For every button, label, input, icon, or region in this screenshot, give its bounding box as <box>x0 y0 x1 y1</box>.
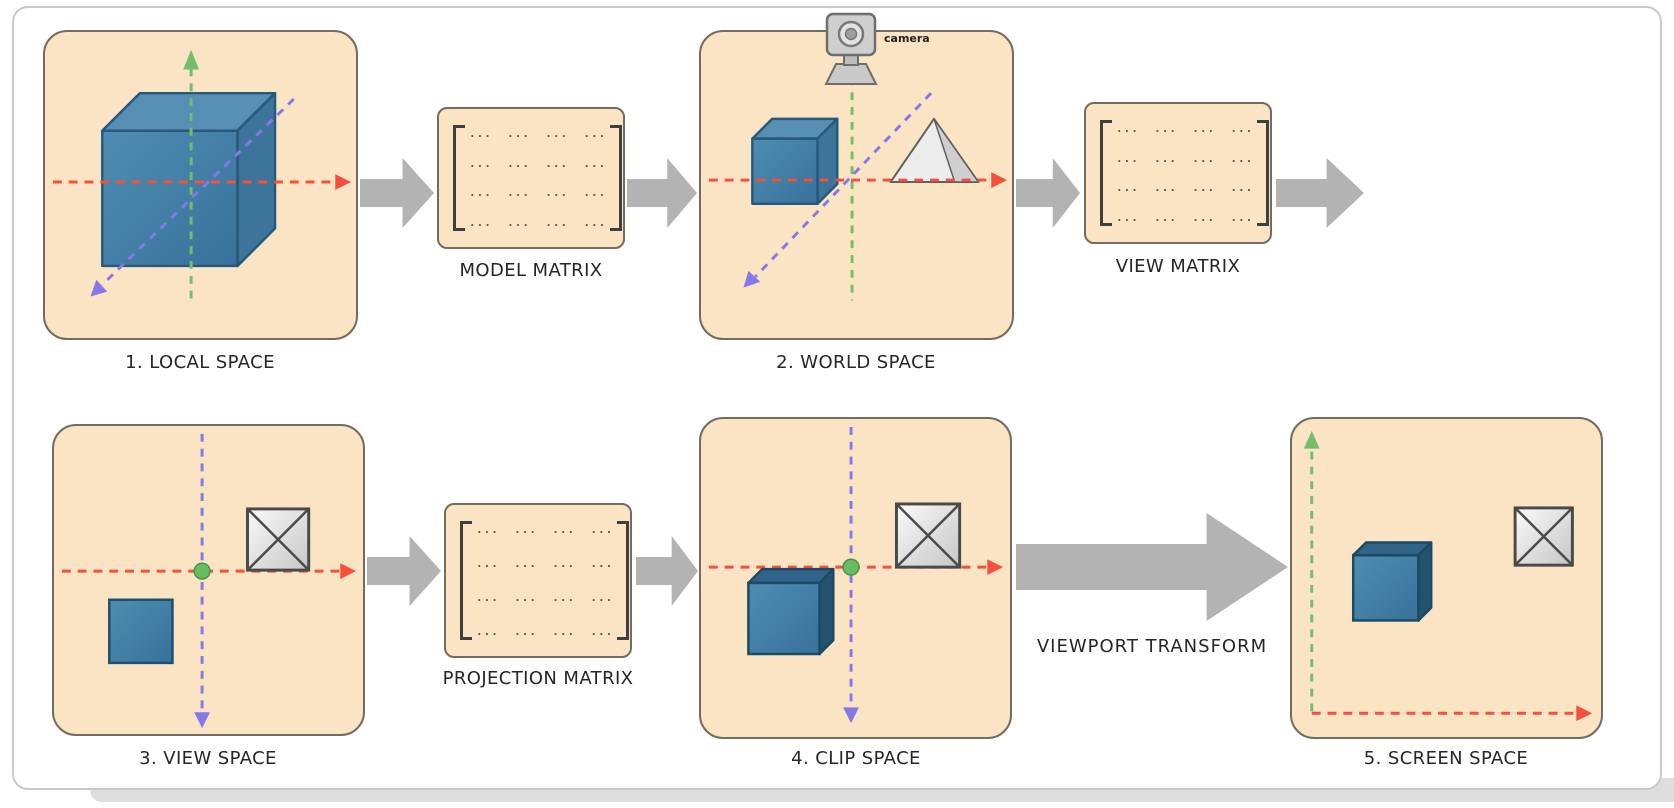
matrix-row: ... ... ... ... <box>469 156 607 170</box>
view-space-graphic <box>61 433 357 729</box>
stage-box-view-space <box>52 424 365 736</box>
local-space-graphic <box>52 49 352 299</box>
textured-quad-icon <box>894 502 962 569</box>
matrix-bracket-right-icon <box>610 125 623 231</box>
cube-icon <box>101 91 277 268</box>
matrix-label-model: MODEL MATRIX <box>459 260 603 281</box>
screen-space-graphic <box>1303 430 1593 722</box>
matrix-grid: ... ... ... ... ... ... ... ... ... ... … <box>465 125 610 231</box>
world-space-graphic <box>708 77 1008 301</box>
cube-icon <box>747 567 835 656</box>
z-axis <box>90 98 295 297</box>
matrix-row: ... ... ... ... <box>1116 210 1254 224</box>
camera-icon <box>824 12 878 85</box>
matrix-bracket-right-icon <box>1257 120 1270 226</box>
matrix-row: ... ... ... ... <box>476 625 614 638</box>
matrix-row: ... ... ... ... <box>469 127 607 140</box>
viewport-transform-label: VIEWPORT TRANSFORM <box>1036 636 1268 657</box>
matrix-row: ... ... ... ... <box>476 591 614 604</box>
matrix-grid: ... ... ... ... ... ... ... ... ... ... … <box>1112 120 1257 226</box>
matrix-bracket-left-icon <box>1100 120 1112 226</box>
stage-label-view-space: 3. VIEW SPACE <box>139 748 277 769</box>
stage-label-local-space: 1. LOCAL SPACE <box>125 352 275 373</box>
camera-label: camera <box>884 32 930 45</box>
x-axis <box>61 563 357 580</box>
pyramid-icon <box>889 117 980 184</box>
stage-label-screen-space: 5. SCREEN SPACE <box>1363 748 1529 769</box>
x-axis <box>708 172 1008 188</box>
matrix-row: ... ... ... ... <box>1116 151 1254 165</box>
matrix-row: ... ... ... ... <box>469 186 607 200</box>
matrix-row: ... ... ... ... <box>1116 122 1254 135</box>
matrix-bracket-left-icon <box>453 125 465 231</box>
flow-arrow-icon <box>627 158 697 228</box>
flow-arrow-icon <box>1016 158 1080 228</box>
origin-dot <box>842 558 860 576</box>
flow-arrow-icon <box>360 158 434 228</box>
matrix-bracket-right-icon <box>617 521 630 640</box>
model-matrix-box: ... ... ... ... ... ... ... ... ... ... … <box>437 107 625 249</box>
stage-label-clip-space: 4. CLIP SPACE <box>791 748 921 769</box>
matrix-row: ... ... ... ... <box>476 557 614 570</box>
textured-quad-icon <box>1513 506 1574 567</box>
stage-box-clip-space <box>699 417 1012 739</box>
y-axis <box>194 433 210 729</box>
quad-blue-icon <box>108 598 174 665</box>
matrix-bracket-left-icon <box>460 521 472 640</box>
stage-box-screen-space <box>1290 417 1603 739</box>
flow-arrow-icon <box>636 536 698 606</box>
flow-arrow-icon <box>1276 158 1364 228</box>
stage-label-world-space: 2. WORLD SPACE <box>776 352 936 373</box>
matrix-row: ... ... ... ... <box>1116 181 1254 195</box>
stage-box-local-space <box>43 30 358 340</box>
view-matrix-box: ... ... ... ... ... ... ... ... ... ... … <box>1084 102 1272 244</box>
x-axis <box>708 559 1004 576</box>
viewport-transform-arrow-icon <box>1016 513 1288 621</box>
x-axis <box>1311 705 1593 722</box>
matrix-label-projection: PROJECTION MATRIX <box>442 668 634 689</box>
cube-icon <box>751 117 839 205</box>
clip-space-graphic <box>708 426 1004 724</box>
projection-matrix-box: ... ... ... ... ... ... ... ... ... ... … <box>444 503 632 658</box>
matrix-row: ... ... ... ... <box>476 523 614 536</box>
origin-dot <box>193 562 211 580</box>
x-axis <box>52 174 352 190</box>
cube-icon <box>1351 541 1433 622</box>
matrix-label-view: VIEW MATRIX <box>1115 256 1241 277</box>
y-axis <box>1303 430 1320 712</box>
matrix-row: ... ... ... ... <box>469 215 607 229</box>
y-axis <box>183 49 200 299</box>
textured-quad-icon <box>246 507 311 572</box>
flow-arrow-icon <box>367 536 441 606</box>
z-axis <box>743 92 933 288</box>
matrix-grid: ... ... ... ... ... ... ... ... ... ... … <box>472 521 617 640</box>
